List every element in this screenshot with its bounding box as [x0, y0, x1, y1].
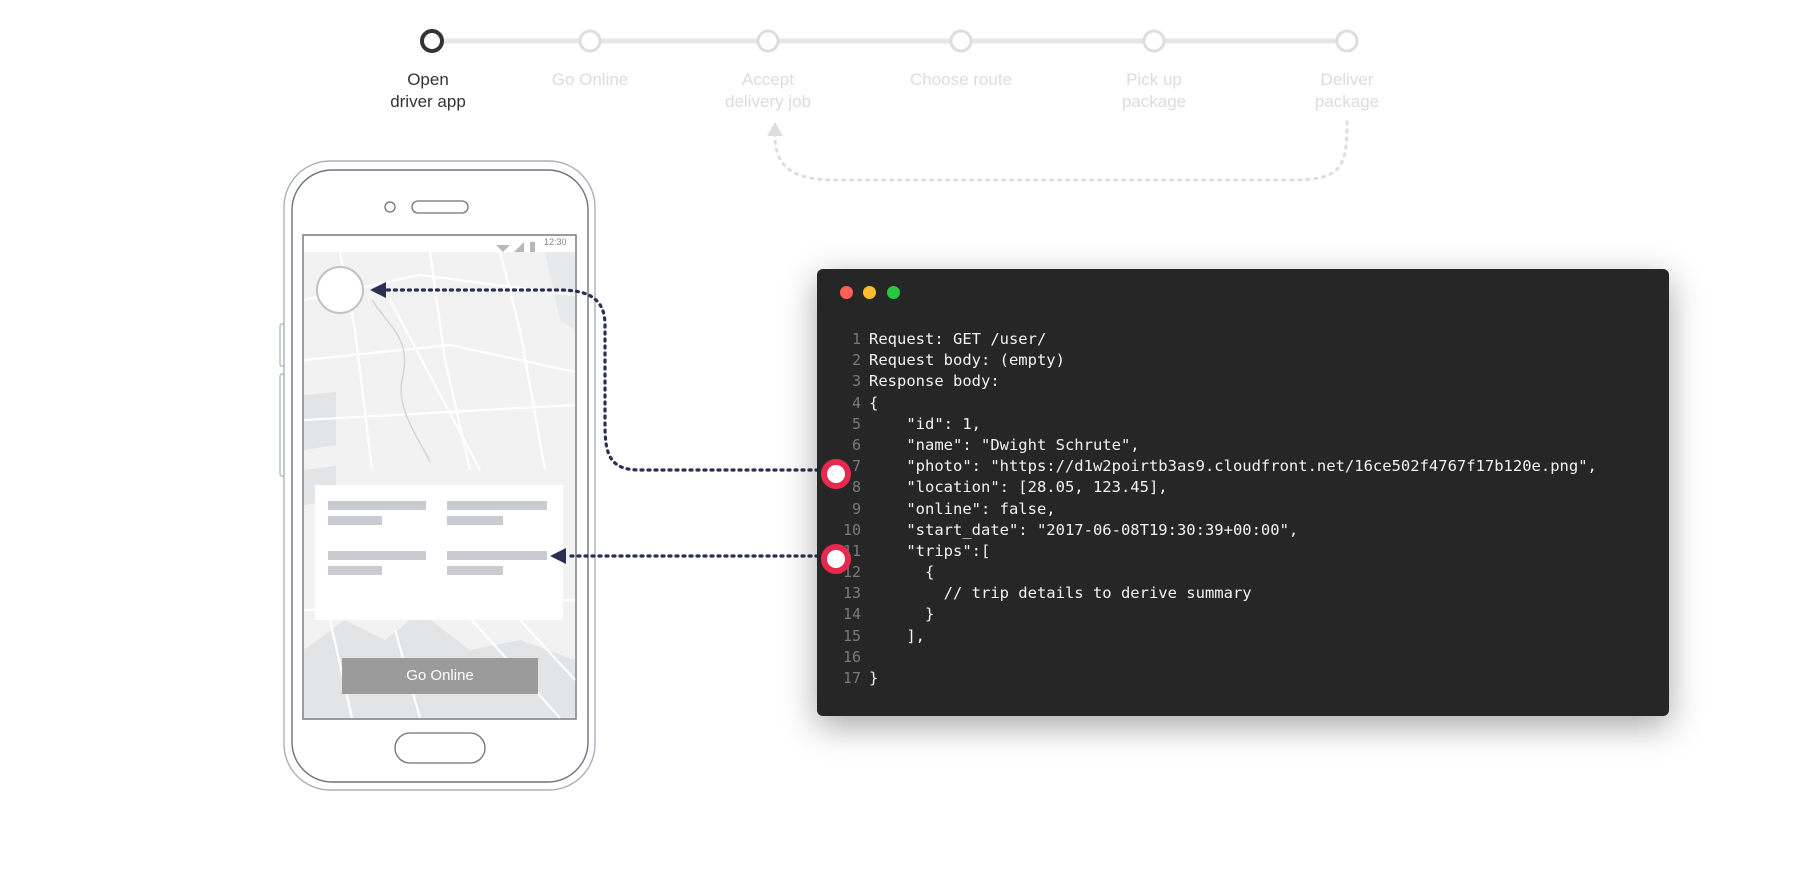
line-number: 7 — [851, 457, 861, 476]
code-text: Request: GET /user/ — [869, 330, 1047, 348]
step-label-line: driver app — [390, 92, 466, 111]
step-label-open-driver-app: Open driver app — [348, 69, 508, 113]
line-number: 16 — [842, 647, 861, 666]
step-label-go-online: Go Online — [510, 69, 670, 91]
step-label-line: delivery job — [725, 92, 811, 111]
code-line: 8 "location": [28.05, 123.45], — [817, 477, 1669, 498]
go-online-button[interactable]: Go Online — [342, 658, 538, 694]
step-label-pick-up-package: Pick up package — [1074, 69, 1234, 113]
code-text: { — [869, 563, 935, 582]
code-line: 16 — [817, 647, 1669, 668]
front-camera-icon — [384, 201, 396, 213]
code-text: "online": false, — [869, 499, 1056, 518]
step-label-accept-delivery-job: Accept delivery job — [688, 69, 848, 113]
code-line: 9 "online": false, — [817, 499, 1669, 520]
code-text: "start_date": "2017-06-08T19:30:39+00:00… — [869, 520, 1299, 539]
trip-summary-card — [315, 485, 563, 620]
signal-icon — [514, 242, 524, 252]
code-text: { — [869, 393, 879, 412]
code-text: Response body: — [869, 372, 1000, 391]
step-label-line: Pick up — [1126, 70, 1182, 89]
photo-line-marker — [821, 459, 851, 489]
code-text: // trip details to derive summary — [869, 584, 1252, 603]
line-number: 8 — [851, 478, 861, 497]
step-node-accept-delivery-job — [756, 29, 780, 53]
photo-connector-arrowhead — [370, 282, 386, 298]
code-line: 17} — [817, 668, 1669, 689]
code-line: 4{ — [817, 393, 1669, 414]
line-number: 3 — [851, 372, 861, 391]
loop-back-arrowhead — [767, 122, 783, 136]
code-block: 1 Request: GET /user/2 Request body: (empt… — [817, 329, 1669, 689]
avatar — [316, 266, 364, 314]
line-number: 9 — [851, 499, 861, 518]
code-text: "trips":[ — [869, 541, 991, 560]
line-number: 13 — [842, 584, 861, 603]
home-button — [394, 732, 486, 764]
window-maximize-button[interactable] — [887, 286, 900, 299]
wifi-icon — [496, 245, 510, 252]
code-text: "photo": "https://d1w2poirtb3as9.cloudfr… — [869, 457, 1597, 476]
code-text: } — [869, 669, 879, 687]
step-node-pick-up-package — [1142, 29, 1166, 53]
code-line: 6 "name": "Dwight Schrute", — [817, 435, 1669, 456]
step-node-open-driver-app — [420, 29, 444, 53]
step-label-choose-route: Choose route — [881, 69, 1041, 91]
code-text: } — [869, 605, 935, 624]
photo-to-avatar-connector — [380, 288, 820, 472]
code-text: Request body: (empty) — [869, 351, 1065, 370]
status-bar — [496, 242, 535, 252]
step-node-deliver-package — [1335, 29, 1359, 53]
line-number: 17 — [842, 669, 861, 687]
code-text: ], — [869, 626, 925, 645]
line-number: 15 — [842, 626, 861, 645]
code-text: "location": [28.05, 123.45], — [869, 478, 1168, 497]
api-response-window: 1 Request: GET /user/2 Request body: (empt… — [817, 269, 1669, 716]
window-minimize-button[interactable] — [863, 286, 876, 299]
line-number: 10 — [842, 520, 861, 539]
code-line: 14 } — [817, 604, 1669, 625]
code-line: 2 Request body: (empty) — [817, 350, 1669, 371]
line-number: 1 — [851, 330, 861, 348]
step-label-line: Open — [407, 70, 449, 89]
trips-line-marker — [821, 544, 851, 574]
code-line: 12 { — [817, 562, 1669, 583]
step-label-line: Deliver — [1320, 70, 1374, 89]
code-text: "id": 1, — [869, 414, 981, 433]
code-line: 7 "photo": "https://d1w2poirtb3as9.cloud… — [817, 456, 1669, 477]
line-number: 5 — [851, 414, 861, 433]
step-label-line: package — [1121, 92, 1187, 111]
code-line: 3 Response body: — [817, 371, 1669, 392]
step-label-line: Choose route — [909, 70, 1013, 89]
code-line: 15 ], — [817, 626, 1669, 647]
line-number: 4 — [851, 393, 861, 412]
speaker-grille — [411, 200, 469, 214]
step-node-go-online — [578, 29, 602, 53]
code-line: 10 "start_date": "2017-06-08T19:30:39+00… — [817, 520, 1669, 541]
code-line: 11 "trips":[ — [817, 541, 1669, 562]
line-number: 14 — [842, 605, 861, 624]
status-time: 12:30 — [544, 237, 567, 247]
battery-icon — [530, 242, 535, 252]
line-number: 2 — [851, 351, 861, 370]
line-number: 6 — [851, 435, 861, 454]
step-label-line: Go Online — [551, 70, 629, 89]
step-node-choose-route — [949, 29, 973, 53]
code-text: "name": "Dwight Schrute", — [869, 435, 1140, 454]
code-line: 13 // trip details to derive summary — [817, 583, 1669, 604]
step-label-deliver-package: Deliver package — [1267, 69, 1427, 113]
code-line: 1 Request: GET /user/ — [817, 329, 1669, 350]
step-label-line: package — [1314, 92, 1380, 111]
window-close-button[interactable] — [840, 286, 853, 299]
code-line: 5 "id": 1, — [817, 414, 1669, 435]
loop-back-arrow — [773, 120, 1349, 182]
trips-connector-arrowhead — [550, 548, 566, 564]
step-label-line: Accept — [742, 70, 794, 89]
